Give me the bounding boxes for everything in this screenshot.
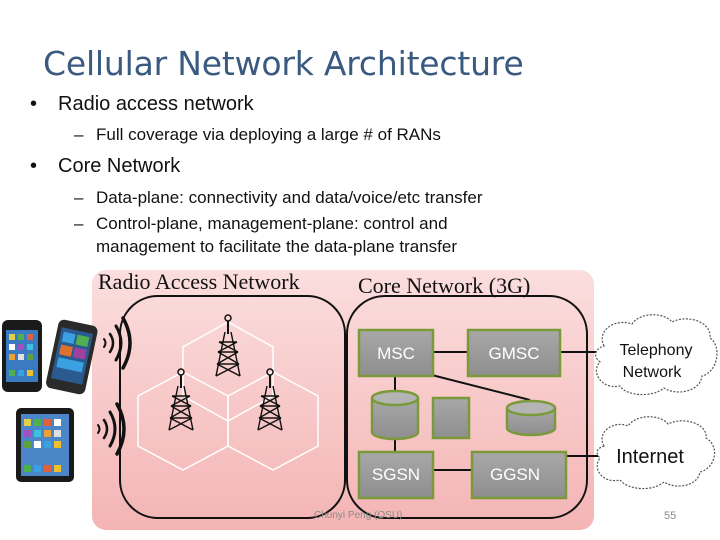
ggsn-box: [470, 450, 568, 500]
sgsn-box: [357, 450, 435, 500]
link-msc-hlr: [419, 371, 531, 401]
register-box: [431, 396, 471, 440]
tower-icon: [168, 368, 194, 431]
gmsc-label: GMSC: [489, 344, 540, 363]
database-icon: [370, 389, 420, 441]
msc-box: [357, 328, 435, 378]
sub-bullet-text: Control-plane, management-plane: control…: [96, 214, 448, 233]
bullet-radio-access: • Radio access network: [30, 93, 254, 116]
sub-bullet-text: Data-plane: connectivity and data/voice/…: [96, 188, 483, 207]
tower-icon: [257, 368, 283, 431]
telephony-label-1: Telephony: [620, 342, 693, 359]
internet-label: Internet: [616, 446, 684, 468]
internet-cloud-icon: Internet: [596, 416, 716, 490]
slide-title: Cellular Network Architecture: [43, 44, 524, 83]
bullet-text: Radio access network: [58, 93, 254, 115]
tablet-icon: [16, 408, 74, 482]
radio-wave-icon: [103, 316, 132, 370]
sub-bullet-coverage: –Full coverage via deploying a large # o…: [74, 125, 441, 145]
bullet-dot: •: [30, 155, 38, 177]
radio-wave-icon: [97, 402, 126, 456]
page-number: 55: [664, 510, 677, 522]
gmsc-box: [466, 328, 562, 378]
smartphone-icon: [46, 319, 98, 395]
sub-bullet-data-plane: –Data-plane: connectivity and data/voice…: [74, 188, 483, 208]
bullet-core-network: • Core Network: [30, 155, 180, 178]
ran-label: Radio Access Network: [98, 269, 300, 294]
msc-label: MSC: [377, 344, 415, 363]
sub-bullet-text: Full coverage via deploying a large # of…: [96, 125, 441, 144]
database-icon: [505, 399, 557, 437]
telephony-cloud-icon: Telephony Network: [595, 314, 718, 396]
dash: –: [74, 214, 84, 233]
ggsn-label: GGSN: [490, 465, 540, 484]
sgsn-label: SGSN: [372, 465, 420, 484]
tower-icon: [215, 314, 241, 377]
core-label: Core Network (3G): [358, 273, 530, 298]
bullet-text: Core Network: [58, 155, 181, 177]
dash: –: [74, 125, 84, 144]
telephony-label-2: Network: [623, 364, 683, 381]
smartphone-icon: [2, 320, 42, 392]
sub-bullet-control-plane-cont: management to facilitate the data-plane …: [96, 237, 457, 256]
footer-author: Chunyi Peng (OSU): [314, 510, 403, 521]
bullet-dot: •: [30, 93, 38, 115]
dash: –: [74, 188, 84, 207]
sub-bullet-control-plane: –Control-plane, management-plane: contro…: [74, 214, 448, 234]
core-region: [346, 295, 588, 519]
